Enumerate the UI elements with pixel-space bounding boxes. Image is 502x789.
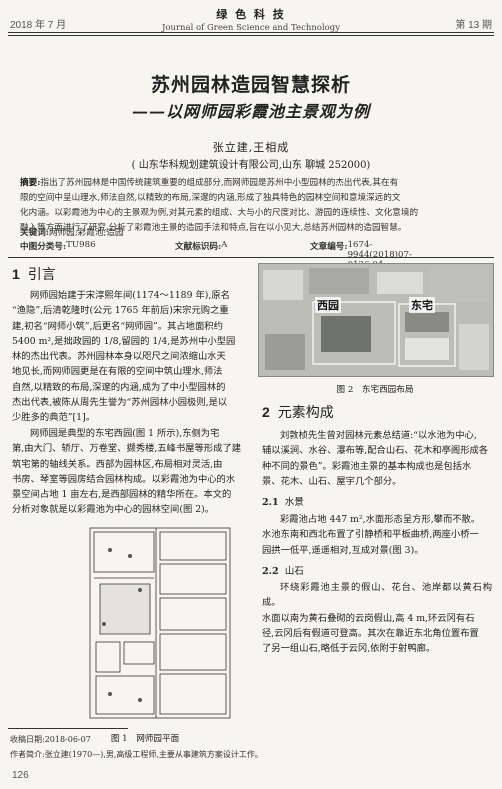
text-line: 水面以南为黄石叠砌的云岗假山,高 4 m,环云冈有石 bbox=[262, 612, 475, 624]
article-title: 苏州园林造园智慧探析 bbox=[150, 74, 351, 96]
section-1-heading: 1 引言 bbox=[12, 264, 56, 284]
section-number: 2 bbox=[262, 404, 270, 420]
journal-name-cn: 绿 色 科 技 bbox=[216, 8, 286, 21]
section-2-heading: 2 元素构成 bbox=[262, 402, 334, 422]
article-number-label: 文章编号: bbox=[310, 242, 348, 252]
page-number: 126 bbox=[12, 770, 29, 781]
abstract-divider bbox=[8, 257, 494, 258]
subsection-number: 2.1 bbox=[262, 497, 279, 508]
text-line: “渔隐”,后清乾隆时(公元 1765 年前后)宋宗元购之重 bbox=[12, 305, 229, 317]
clc-label: 中图分类号: bbox=[20, 242, 67, 252]
article-authors: 张立建,王相成 bbox=[212, 141, 290, 154]
figure-2-caption: 图 2 东宅西园布局 bbox=[336, 385, 414, 395]
plan-drawing-svg bbox=[89, 527, 231, 719]
subsection-number: 2.2 bbox=[262, 566, 279, 577]
text-line: 水池东南和西北布置了引静桥和平板曲桥,两座小桥一 bbox=[262, 529, 479, 541]
abstract-line: 融入等方面进行了研究,分析了彩霞池主景的造园手法和特点,旨在以小见大,总结苏州园… bbox=[20, 223, 407, 233]
text-line: 杰出代表,被陈从周先生誉为“苏州园林小园极则,是以 bbox=[12, 397, 228, 409]
abstract-label: 摘要: bbox=[20, 178, 41, 188]
text-line: 了另一组山石,略低于云冈,依附于射鸭廊。 bbox=[262, 643, 436, 655]
subsection-2-1-heading: 2.1 水景 bbox=[262, 494, 304, 508]
header-issue: 第 13 期 bbox=[455, 20, 492, 31]
subsection-title: 水景 bbox=[284, 497, 304, 508]
text-line: 彩霞池占地 447 m²,水面形态呈方形,攀而不散。 bbox=[280, 514, 481, 525]
figure-1-caption: 图 1 网师园平面 bbox=[110, 734, 180, 744]
footnote-divider bbox=[8, 728, 128, 729]
header-date: 2018 年 7 月 bbox=[10, 20, 67, 31]
section-1-paragraph-1: 网师园始建于宋淳熙年间(1174～1189 年),原名 “渔隐”,后清乾隆时(公… bbox=[12, 288, 246, 426]
section-1-paragraph-2: 网师园是典型的东宅西园(图 1 所示),东侧为宅 第,由大门、轿厅、万卷堂、撷秀… bbox=[12, 426, 246, 518]
text-line: 少胜多的典范”[1]。 bbox=[12, 412, 96, 424]
section-number: 1 bbox=[12, 266, 20, 282]
text-line: 书房、琴室等园房结合园林构成。以彩霞池为中心的水 bbox=[12, 473, 236, 485]
header-divider-thin bbox=[8, 35, 494, 36]
keywords-value: 网师园;彩霞池;造园 bbox=[48, 228, 124, 238]
article-subtitle: ——以网师园彩霞池主景观为例 bbox=[131, 102, 370, 121]
text-line: 分析对象就是以彩霞池为中心的园林空间(图 2)。 bbox=[12, 504, 215, 516]
subsection-2-2-heading: 2.2 山石 bbox=[262, 563, 304, 577]
figure-2-label-west: 西园 bbox=[315, 297, 341, 313]
abstract-line: 限的空间中呈山理水,师法自然,以精致的布局,深邃的内涵,形成了独具特色的园林空间… bbox=[20, 193, 401, 203]
text-line: 网师园是典型的东宅西园(图 1 所示),东侧为宅 bbox=[30, 428, 220, 439]
journal-masthead: 绿 色 科 技 Journal of Green Science and Tec… bbox=[0, 6, 502, 33]
text-line: 环绕彩霞池主景的假山、花台、池岸都以黄石构成。 bbox=[262, 582, 492, 609]
journal-name-en: Journal of Green Science and Technology bbox=[161, 23, 340, 33]
text-line: 网师园始建于宋淳熙年间(1174～1189 年),原名 bbox=[30, 290, 230, 301]
footnote-received: 收稿日期:2018-06-07 bbox=[10, 735, 91, 744]
figure-1-plan-drawing bbox=[70, 524, 240, 724]
text-line: 自然,以精致的布局,深邃的内涵,成为了中小型园林的 bbox=[12, 381, 226, 393]
keywords-label: 关键词: bbox=[20, 228, 49, 238]
subsection-title: 山石 bbox=[284, 566, 304, 577]
text-line: 刘敦桢先生曾对园林元素总结道:“以水池为中心, bbox=[280, 430, 477, 441]
doc-code-value: A bbox=[221, 240, 228, 250]
text-line: 筑宅第的轴线关系。西部为园林区,布局相对灵活,由 bbox=[12, 458, 223, 470]
text-line: 景空间占地 1 亩左右,是西部园林的精华所在。本文的 bbox=[12, 489, 232, 501]
text-line: 景、花木、山石、屋宇几个部分。 bbox=[262, 475, 402, 487]
text-line: 建,初名“网师小筑”,后更名“网师园”。其占地面积约 bbox=[12, 320, 223, 332]
section-2-paragraph-1: 刘敦桢先生曾对园林元素总结道:“以水池为中心, 辅以溪涧、水谷、瀑布等,配合山石… bbox=[262, 428, 492, 489]
abstract-line: 化内涵。以彩霞池为中心的主景观为例,对其元素的组成、大与小的尺度对比、游园的连续… bbox=[20, 208, 419, 218]
text-line: 园拱一低平,遥遥相对,互成对景(图 3)。 bbox=[262, 544, 424, 556]
section-title: 元素构成 bbox=[277, 405, 334, 421]
keywords: 关键词:网师园;彩霞池;造园 bbox=[20, 226, 482, 238]
text-line: 辅以溪涧、水谷、瀑布等,配合山石、花木和亭阁形成各 bbox=[262, 445, 489, 457]
text-line: 第,由大门、轿厅、万卷堂、撷秀楼,五峰书屋等形成了建 bbox=[12, 443, 242, 455]
doc-code-label: 文献标识码: bbox=[175, 242, 222, 252]
header-divider bbox=[8, 32, 494, 33]
footnote-author: 作者简介:张立建(1970—),男,高级工程师,主要从事建筑方案设计工作。 bbox=[10, 750, 263, 759]
figure-2-aerial-photo: 西园 东宅 bbox=[258, 263, 494, 377]
text-line: 地见长,而网师园更是在有限的空间中筑山理水,师法 bbox=[12, 366, 223, 378]
section-2-2-paragraph: 环绕彩霞池主景的假山、花台、池岸都以黄石构成。 水面以南为黄石叠砌的云岗假山,高… bbox=[262, 580, 492, 656]
abstract: 摘要:指出了苏州园林是中国传统建筑重要的组成部分,而网师园是苏州中小型园林的杰出… bbox=[20, 176, 482, 236]
article-affiliation: ( 山东华科规划建筑设计有限公司,山东 聊城 252000) bbox=[131, 160, 371, 171]
text-line: 径,云冈后有假道可登高。其次在靠近东北角位置布置 bbox=[262, 627, 479, 639]
text-line: 林的杰出代表。苏州园林本身以咫尺之间浓缩山水天 bbox=[12, 351, 226, 363]
section-2-1-paragraph: 彩霞池占地 447 m²,水面形态呈方形,攀而不散。 水池东南和西北布置了引静桥… bbox=[262, 512, 492, 558]
text-line: 5400 m²,是拙政园的 1/8,留园的 1/4,是苏州中小型园 bbox=[12, 335, 236, 347]
aerial-photo-svg bbox=[259, 264, 493, 376]
clc-value: TU986 bbox=[66, 240, 96, 250]
section-title: 引言 bbox=[27, 267, 56, 283]
abstract-line: 指出了苏州园林是中国传统建筑重要的组成部分,而网师园是苏州中小型园林的杰出代表,… bbox=[40, 178, 399, 188]
text-line: 种不同的景色”。彩霞池主景的基本构成也是包括水 bbox=[262, 460, 472, 472]
figure-2-label-east: 东宅 bbox=[409, 297, 435, 313]
